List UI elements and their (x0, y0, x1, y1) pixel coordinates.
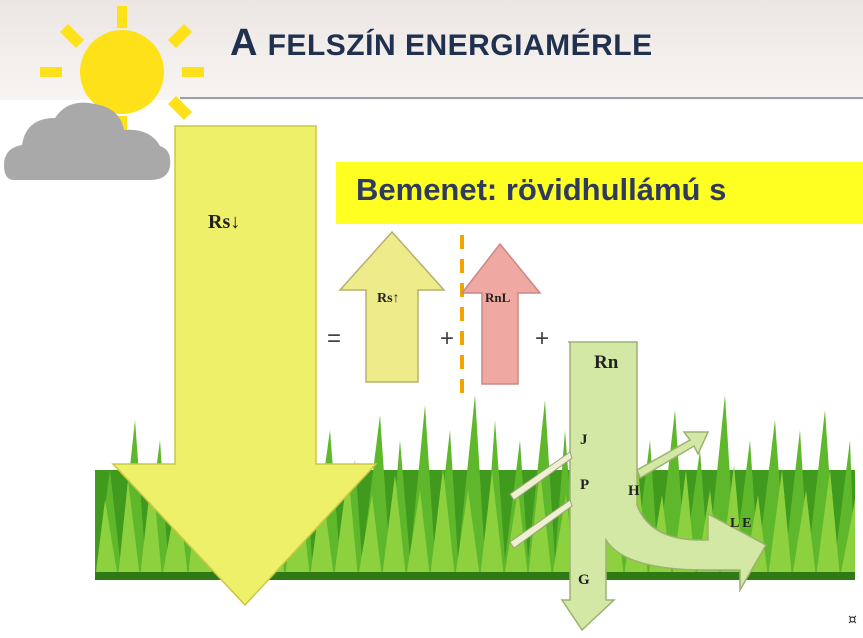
le-label: L E (730, 516, 751, 531)
rn-net-radiation-arrow (560, 341, 768, 632)
header-divider (180, 97, 863, 99)
subtitle-text: Bemenet: rövidhullámú s (356, 172, 727, 207)
title-first-word: A (230, 22, 257, 64)
rs-up-label: Rs↑ (377, 291, 400, 306)
p-label: P (580, 477, 589, 493)
g-label: G (578, 572, 590, 588)
footer-mark: ¤ (848, 612, 857, 628)
rs-up-arrow (338, 230, 446, 383)
cloud-icon (4, 102, 171, 180)
rs-down-arrow (111, 125, 378, 607)
j-label: J (580, 432, 588, 448)
subtitle-highlight (336, 162, 863, 224)
j-p-flux-arrows (509, 451, 573, 549)
title-rest: FELSZÍN ENERGIAMÉRLE (267, 29, 653, 62)
plus-sign-2: + (535, 325, 549, 352)
rnl-label: RnL (485, 290, 511, 305)
h-label: H (628, 483, 640, 499)
equals-sign: = (327, 325, 341, 352)
page-title: A FELSZÍN ENERGIAMÉRLE (230, 22, 653, 65)
rs-down-label: Rs↓ (208, 211, 240, 233)
rnl-up-arrow (460, 242, 542, 385)
plus-sign-1: + (440, 325, 454, 352)
rn-label: Rn (594, 352, 619, 373)
